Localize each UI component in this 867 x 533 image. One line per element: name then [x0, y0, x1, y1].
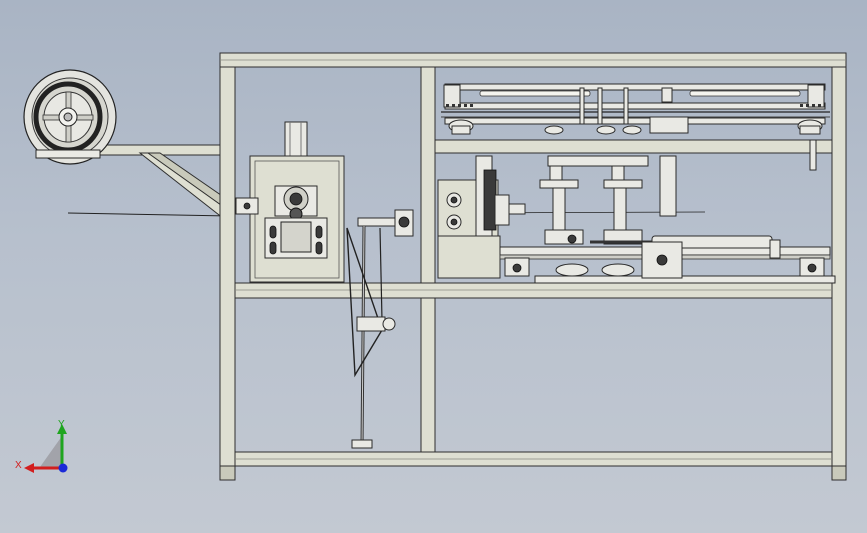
straightener-box[interactable] [235, 121, 345, 283]
x-axis-label: X [15, 460, 22, 471]
wire-spool[interactable] [23, 69, 117, 165]
roller-feeder[interactable] [437, 155, 526, 279]
coordinate-triad-icon: Y X [15, 419, 68, 473]
top-conveyor [441, 83, 830, 171]
wire-line-left [67, 212, 231, 217]
belt-drive [346, 209, 414, 449]
main-frame [219, 52, 847, 481]
pneumatic-cylinder[interactable] [590, 235, 781, 279]
y-axis-label: Y [58, 419, 65, 430]
spool-support-arm [37, 144, 229, 224]
